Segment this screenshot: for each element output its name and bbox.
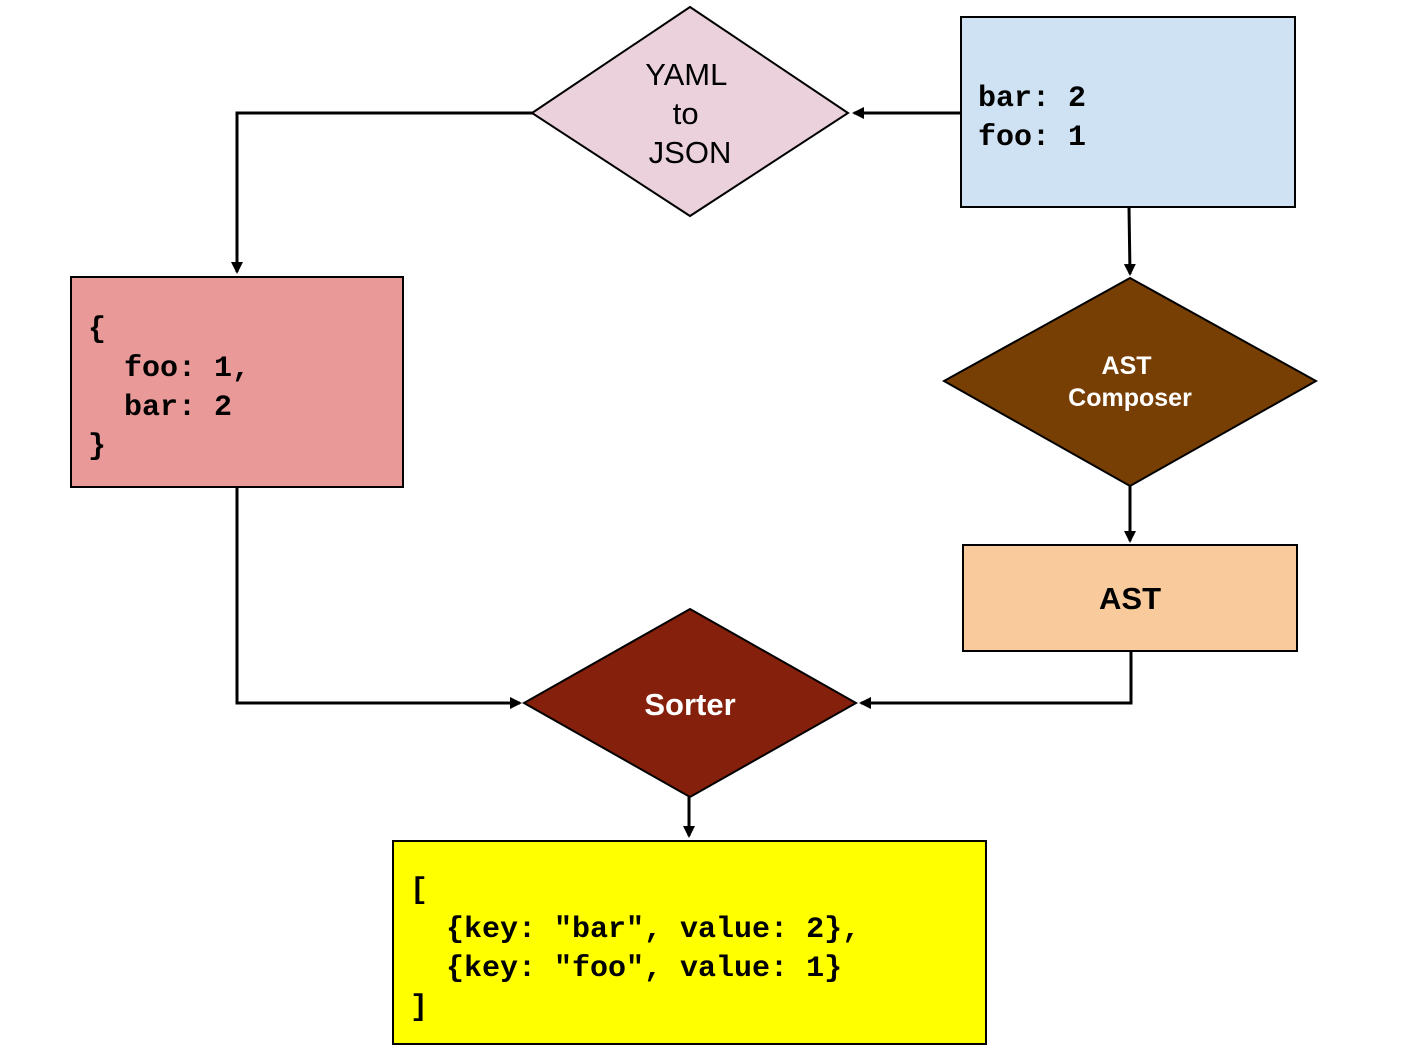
edge-yaml-input-to-ast-composer <box>1123 206 1136 276</box>
edges <box>231 107 1136 838</box>
json-object-line: bar: 2 <box>88 391 232 425</box>
ast-composer-line: Composer <box>1068 384 1192 412</box>
sorted-output-line: [ <box>410 874 428 908</box>
yaml-input-line: foo: 1 <box>978 121 1086 155</box>
json-object-box <box>70 276 404 488</box>
sorted-output-text: [ {key: "bar", value: 2}, {key: "foo", v… <box>410 874 860 1025</box>
sorted-output-box <box>392 840 987 1045</box>
yaml-input-node: bar: 2 foo: 1 <box>0 0 1296 208</box>
json-object-text: { foo: 1, bar: 2 } <box>0 0 376 464</box>
edge-ast-to-sorter <box>859 651 1133 709</box>
ast-composer-label: AST Composer <box>1068 352 1192 412</box>
yaml-to-json-line: to <box>673 96 699 131</box>
edge-yaml-to-json-to-json-object <box>231 111 533 274</box>
yaml-to-json-line: YAML <box>645 57 727 92</box>
yaml-to-json-line: JSON <box>649 135 732 170</box>
ast-node: AST <box>962 544 1298 652</box>
sorted-output-node: [ {key: "bar", value: 2}, {key: "foo", v… <box>392 840 987 1045</box>
json-object-line: foo: 1, <box>88 352 250 386</box>
ast-composer-line: AST <box>1102 352 1152 380</box>
sorted-output-line: {key: "bar", value: 2}, <box>410 913 860 947</box>
ast-box <box>962 544 1298 652</box>
yaml-to-json-label: YAML to JSON <box>645 57 735 170</box>
edge-json-object-to-sorter <box>235 487 522 709</box>
json-object-node: { foo: 1, bar: 2 } <box>0 0 404 488</box>
sorted-output-line: ] <box>410 991 428 1025</box>
yaml-input-line: bar: 2 <box>978 82 1086 116</box>
yaml-to-json-diamond <box>530 5 850 218</box>
ast-label: AST <box>1099 581 1161 616</box>
json-object-line: { <box>88 313 106 347</box>
json-object-line: } <box>88 430 106 464</box>
sorter-label: Sorter <box>644 687 735 722</box>
yaml-input-text: bar: 2 foo: 1 <box>0 0 1212 155</box>
sorted-output-line: {key: "foo", value: 1} <box>410 952 842 986</box>
ast-composer-diamond <box>941 276 1319 488</box>
sorter-diamond <box>521 607 859 799</box>
yaml-input-box <box>960 16 1296 208</box>
yaml-to-json-node: YAML to JSON <box>530 5 850 218</box>
ast-composer-node: AST Composer <box>941 276 1319 488</box>
sorter-node: Sorter <box>521 607 859 799</box>
